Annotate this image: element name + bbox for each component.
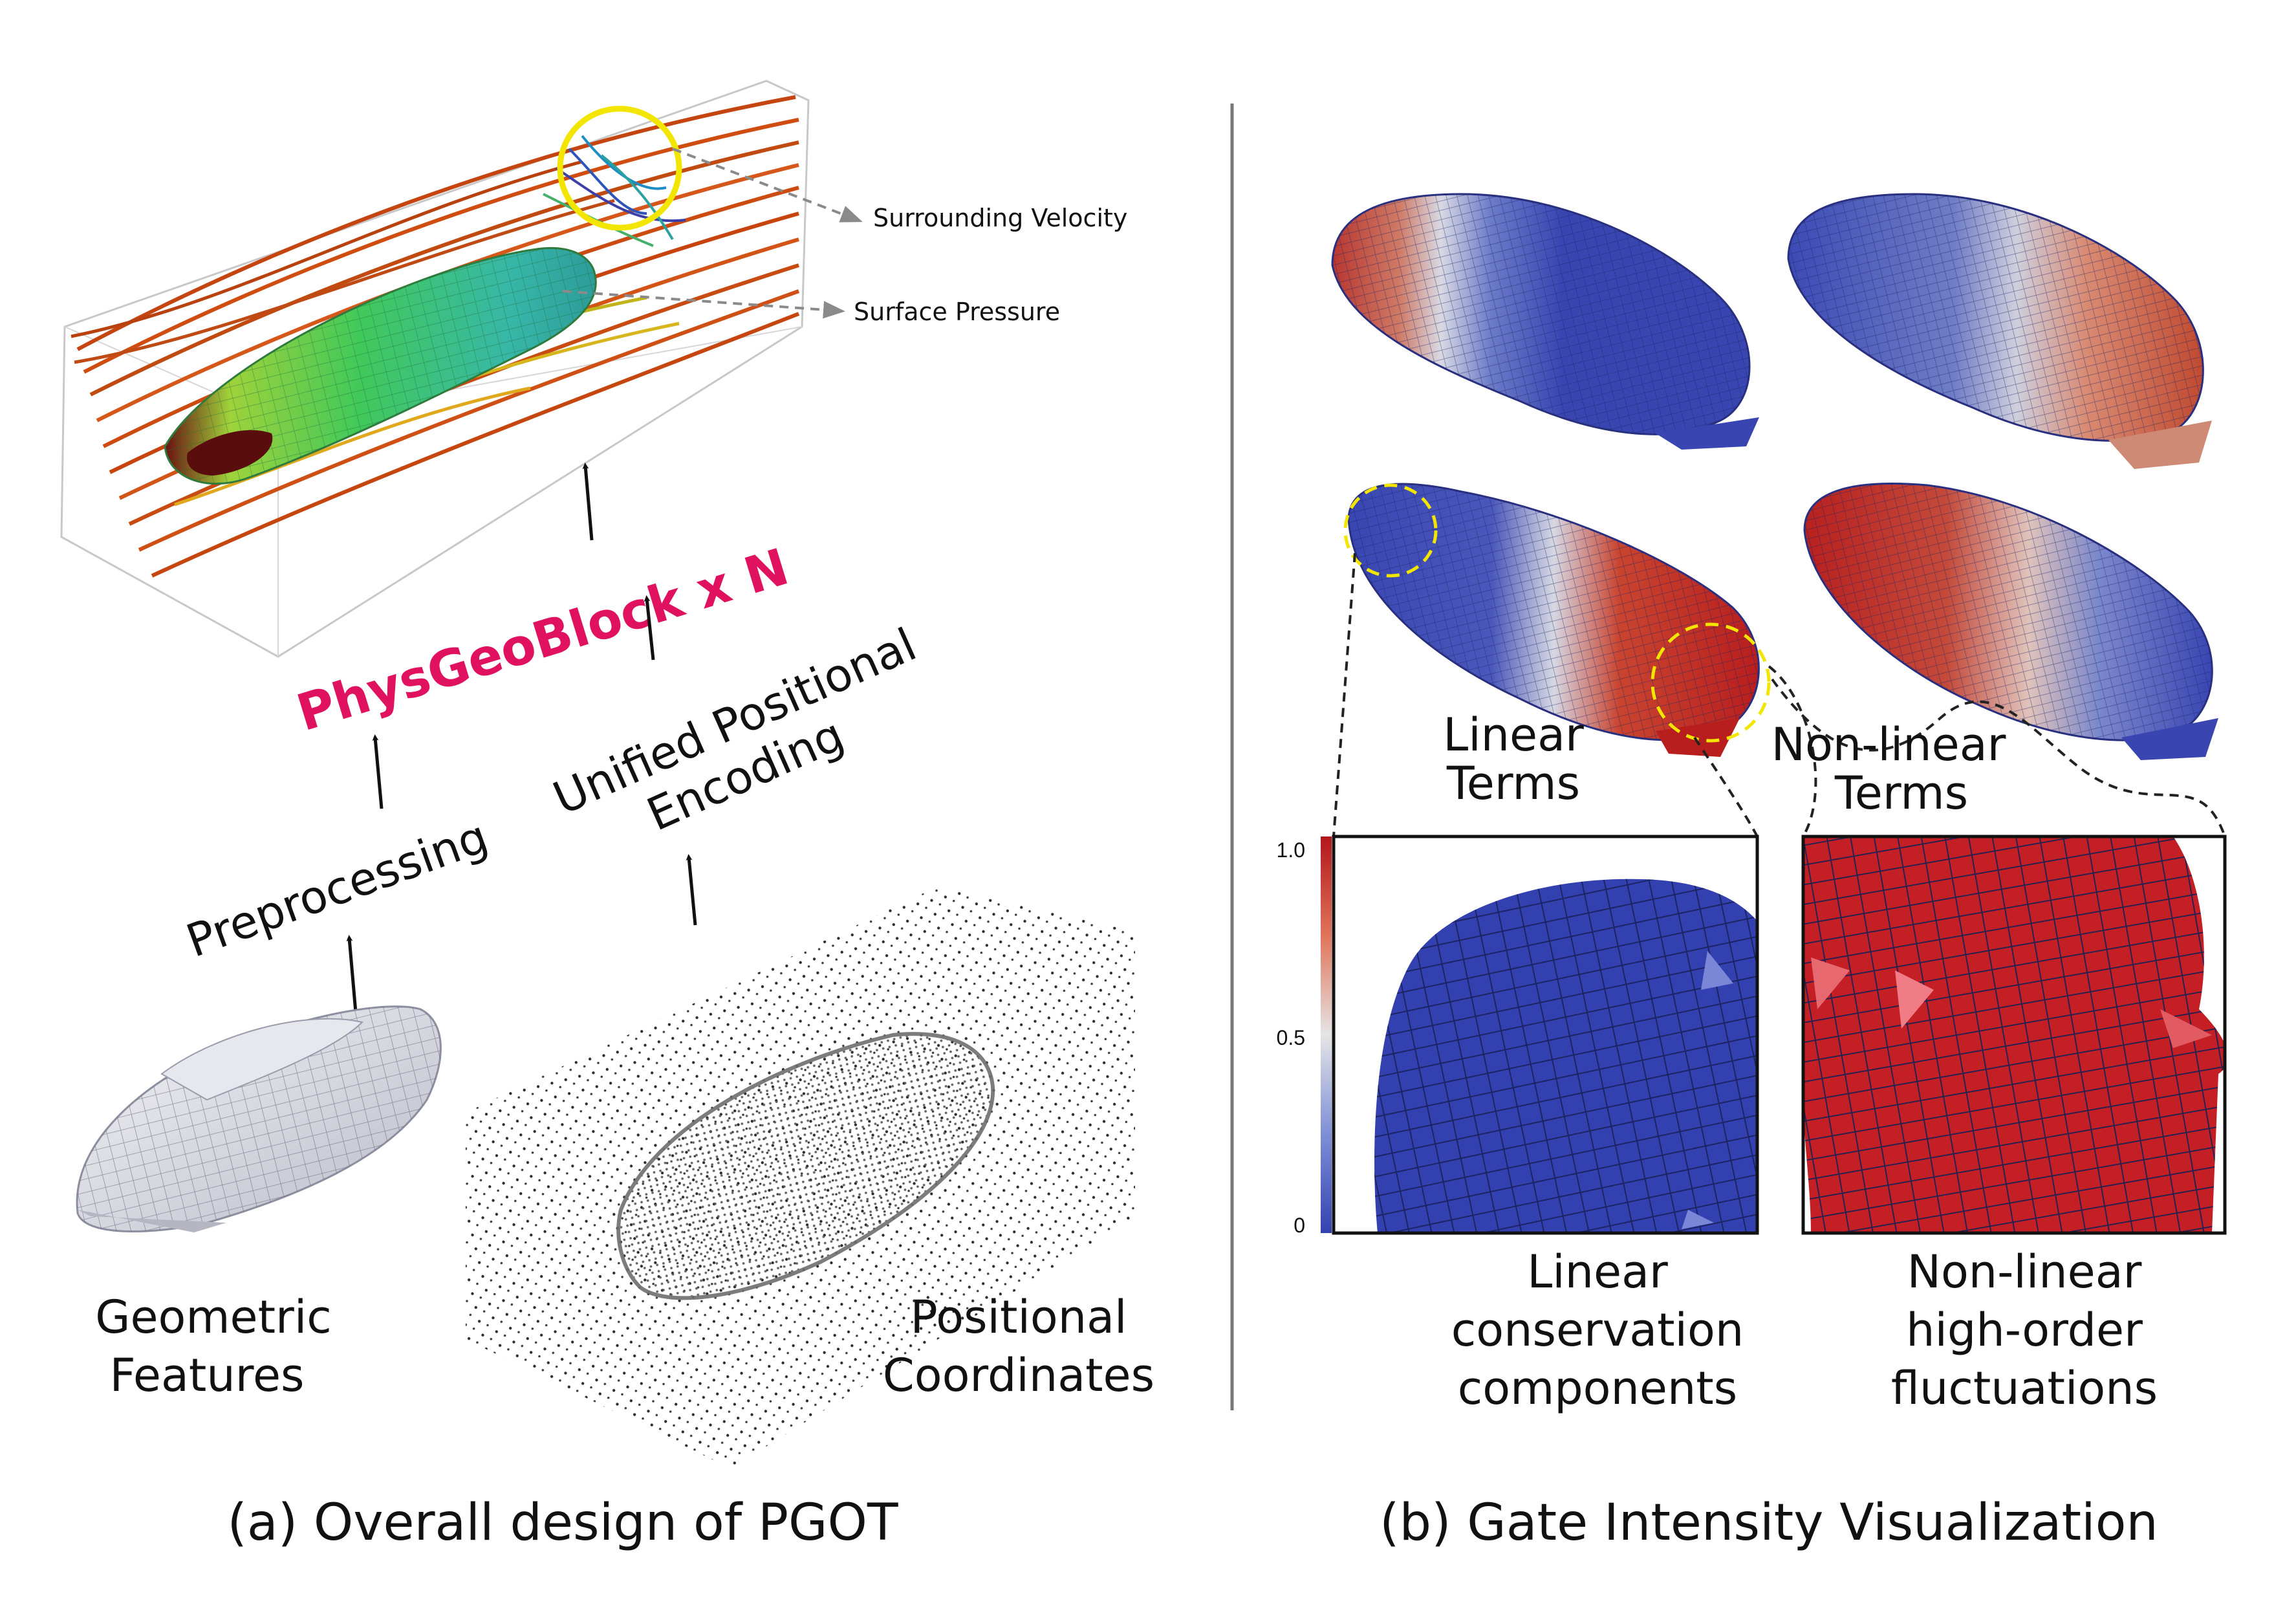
arrow-preprocess-to-block [372,734,384,809]
point-cloud [466,886,1135,1469]
highlight-circle [557,105,682,231]
surrounding-velocity-label: Surrounding Velocity [873,204,1127,232]
gate-car-top-right [1787,193,2212,469]
linear-detail-circle [1651,622,1771,743]
nonlinear-terms-line2: Terms [1834,767,1968,820]
linear-desc-line3: components [1458,1362,1737,1415]
caption-a: (a) Overall design of PGOT [227,1494,898,1552]
geometric-label-line2: Features [110,1349,305,1402]
geometric-label-line1: Geometric [95,1291,332,1344]
linear-desc-line2: conservation [1451,1304,1744,1357]
colorbar-tick-low: 0 [1294,1214,1305,1237]
nonlinear-desc-line1: Non-linear [1907,1245,2142,1298]
flow-arrows [346,463,697,1013]
arrow-coords-to-upe [686,854,697,926]
positional-label-line2: Coordinates [883,1349,1154,1402]
zoom-connectors [1332,552,2226,837]
annotation-arrows [562,148,863,319]
caption-b: (b) Gate Intensity Visualization [1380,1494,2158,1552]
preprocessing-label: Preprocessing [180,810,495,968]
zoom-panel-nonlinear [1801,835,2227,1235]
colorbar: 1.0 0.5 0 [1277,836,1332,1237]
arrow-upe-to-block [644,595,655,661]
nonlinear-desc-line3: fluctuations [1891,1362,2158,1415]
colorbar-tick-mid: 0.5 [1277,1026,1305,1049]
arrow-to-simulation [582,463,594,541]
linear-terms-line1: Linear [1443,708,1584,761]
nonlinear-desc-line2: high-order [1906,1304,2143,1357]
positional-label-line1: Positional [911,1291,1127,1344]
cfd-simulation-render [60,80,810,658]
gate-car-linear [1343,483,1771,757]
gate-car-top-left [1331,193,1759,450]
gate-car-nonlinear [1803,483,2218,760]
geometry-mesh-car [76,1005,442,1233]
colorbar-gradient [1321,836,1332,1233]
linear-desc-line1: Linear [1527,1245,1668,1298]
panel-b: Linear Terms Non-linear Terms 1.0 0.5 0 [1277,193,2227,1552]
panel-a: Surrounding Velocity Surface Pressure Ph… [60,80,1154,1552]
surface-pressure-label: Surface Pressure [854,298,1060,326]
arrow-geometry-to-preprocess [346,935,358,1013]
zoom-panel-linear [1332,835,1759,1235]
linear-terms-line2: Terms [1446,757,1580,810]
nonlinear-terms-line1: Non-linear [1771,718,2006,771]
linear-zoom-circle [1343,483,1438,578]
colorbar-tick-high: 1.0 [1277,838,1305,862]
